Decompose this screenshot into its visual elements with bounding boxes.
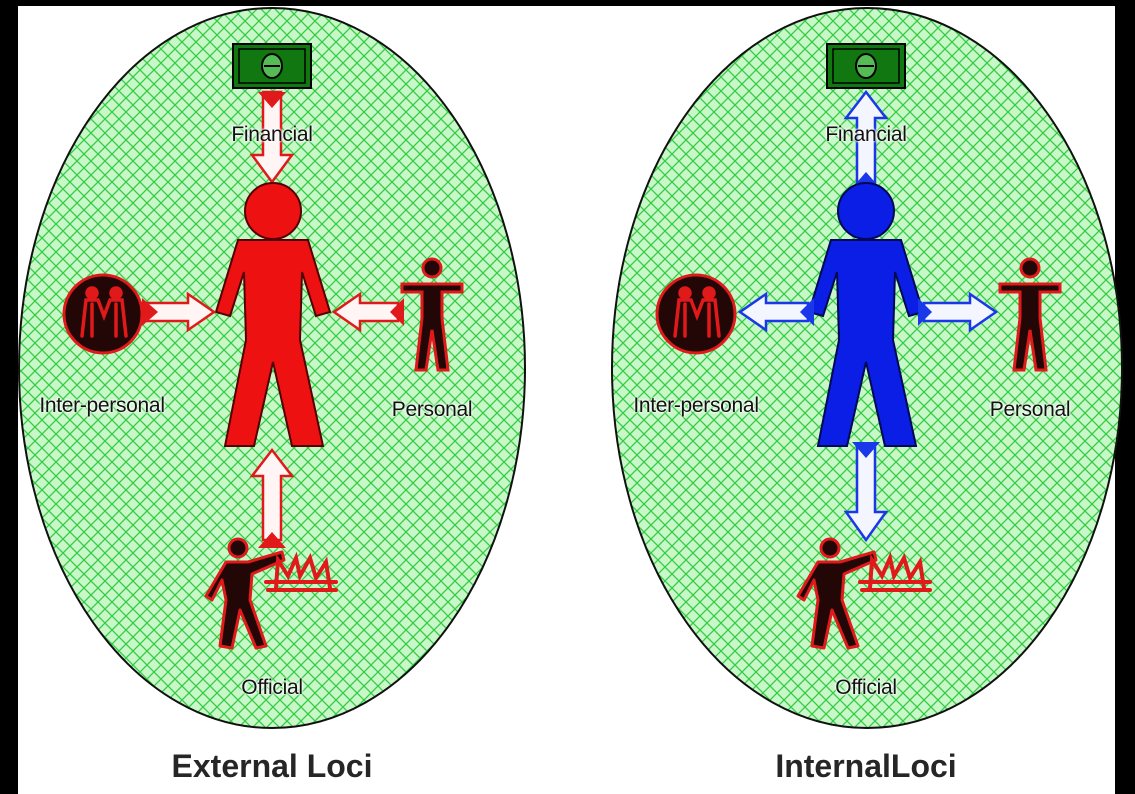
- label-interpersonal-internal: Inter-personal: [633, 394, 758, 418]
- caption-internal: InternalLoci: [775, 748, 956, 785]
- panel-internal: [612, 8, 1122, 728]
- caption-external: External Loci: [172, 748, 373, 785]
- money-icon: [233, 44, 311, 88]
- label-official-external: Official: [241, 676, 302, 700]
- label-financial-internal: Financial: [825, 123, 906, 147]
- group-people-icon: [64, 275, 142, 353]
- group-people-icon: [657, 275, 735, 353]
- label-personal-internal: Personal: [990, 398, 1070, 422]
- label-official-internal: Official: [835, 676, 896, 700]
- money-icon: [827, 44, 905, 88]
- label-interpersonal-external: Inter-personal: [39, 394, 164, 418]
- label-personal-external: Personal: [392, 398, 472, 422]
- panel-external: [19, 8, 525, 728]
- label-financial-external: Financial: [231, 123, 312, 147]
